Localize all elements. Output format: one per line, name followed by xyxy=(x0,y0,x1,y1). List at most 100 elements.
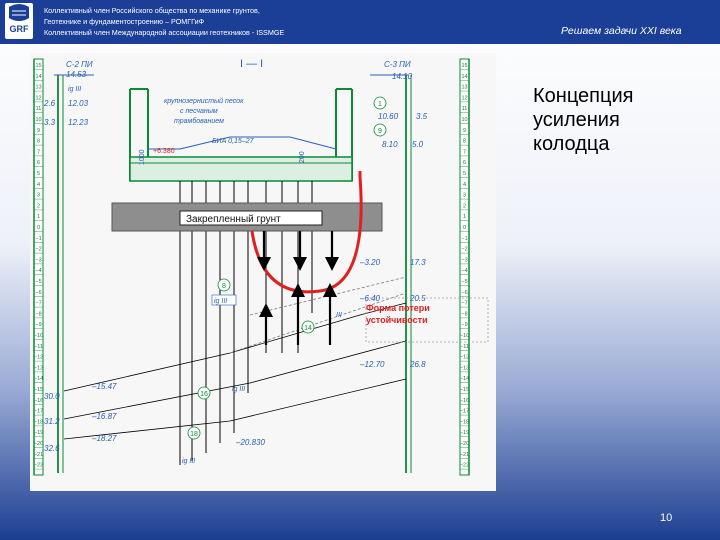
lower-value-1: –15.47 xyxy=(91,382,117,391)
left-scale-tick-14: 1 xyxy=(37,214,40,220)
layer-label-3: 8 xyxy=(222,283,226,290)
right-value-10: 26.8 xyxy=(409,360,426,369)
layer-label-4: 14 xyxy=(304,325,312,332)
lower-value-3: –18.27 xyxy=(91,434,117,443)
left-scale-tick-9: 6 xyxy=(37,160,40,166)
left-scale-tick-36: −21 xyxy=(34,452,43,458)
left-scale-tick-1: 14 xyxy=(35,74,41,80)
right-scale-tick-6: 9 xyxy=(463,128,466,134)
right-value-1: 10.60 xyxy=(378,112,399,121)
borehole-left: С-2 ПИ 14.53 2.6 12.03 3.3 12.23 30.0 31… xyxy=(43,60,94,473)
left-value-2: 12.03 xyxy=(68,99,89,108)
left-scale-tick-29: −14 xyxy=(34,376,43,382)
left-scale-tick-31: −16 xyxy=(34,398,43,404)
right-scale-tick-30: −15 xyxy=(460,387,469,393)
right-scale-ticks: 1514131211109876543210−1−2−3−4−5−6−7−8−9… xyxy=(460,63,469,470)
right-scale-tick-35: −20 xyxy=(460,441,469,447)
right-well-elevation: 14.10 xyxy=(392,72,413,81)
sand-note-1: крупнозернистый песок xyxy=(164,97,244,105)
left-scale-tick-6: 9 xyxy=(37,128,40,134)
right-scale-tick-12: 3 xyxy=(463,193,466,199)
layer-label-6: 18 xyxy=(190,431,198,438)
lower-value-4: –20.830 xyxy=(235,438,265,447)
right-scale-tick-33: −18 xyxy=(460,419,469,425)
borehole-right: С-3 ПИ 14.10 10.60 3.5 8.10 5.0 –3.20 17… xyxy=(359,60,428,473)
left-scale-tick-28: −13 xyxy=(34,365,43,371)
left-scale-tick-7: 8 xyxy=(37,139,40,145)
left-scale-tick-4: 11 xyxy=(36,106,42,112)
left-scale-tick-20: −5 xyxy=(35,279,41,285)
right-scale-tick-9: 6 xyxy=(463,160,466,166)
lower-value-2: –16.87 xyxy=(91,412,117,421)
right-scale-tick-31: −16 xyxy=(460,398,469,404)
left-scale-tick-22: −7 xyxy=(35,301,41,307)
right-value-9: –12.70 xyxy=(359,360,385,369)
right-scale-tick-14: 1 xyxy=(463,214,466,220)
right-value-7: –6.40 xyxy=(359,294,381,303)
left-value-3: 3.3 xyxy=(44,118,56,127)
right-scale-tick-11: 4 xyxy=(463,182,466,188)
right-well-label: С-3 ПИ xyxy=(384,60,411,69)
right-scale-tick-20: −5 xyxy=(461,279,467,285)
left-value-6: 31.2 xyxy=(44,417,60,426)
left-scale-tick-11: 4 xyxy=(37,182,40,188)
title-line-2: усиления xyxy=(533,109,620,131)
right-scale-tick-7: 8 xyxy=(463,139,466,145)
left-scale-tick-24: −9 xyxy=(35,322,41,328)
left-scale-tick-25: −10 xyxy=(34,333,43,339)
right-depth-scale: 1514131211109876543210−1−2−3−4−5−6−7−8−9… xyxy=(459,58,470,476)
loss-form-label: Форма потери устойчивости xyxy=(365,297,489,343)
left-scale-tick-30: −15 xyxy=(34,387,43,393)
right-value-4: 5.0 xyxy=(412,140,424,149)
right-scale-tick-28: −13 xyxy=(460,365,469,371)
right-scale-tick-26: −11 xyxy=(460,344,469,350)
left-value-5: 30.0 xyxy=(44,392,60,401)
right-scale-tick-10: 5 xyxy=(463,171,466,177)
layer-label-5: 16 xyxy=(200,391,208,398)
header-line-1: Коллективный член Российского общества п… xyxy=(44,6,260,15)
left-value-7: 32.6 xyxy=(44,444,60,453)
left-scale-tick-5: 10 xyxy=(35,117,41,123)
left-scale-tick-23: −8 xyxy=(35,311,41,317)
fixed-soil-block: Закрепленный грунт xyxy=(111,202,383,232)
soil-label-4: ig III xyxy=(182,458,195,465)
fixed-soil-label: Закрепленный грунт xyxy=(186,214,281,225)
elevation-top: +6.380 xyxy=(153,148,175,155)
page-number: 10 xyxy=(660,512,673,524)
section-label: I — I xyxy=(240,58,263,70)
left-scale-tick-8: 7 xyxy=(37,149,40,155)
header-line-3: Коллективный член Международной ассоциац… xyxy=(44,28,285,37)
header-tagline: Решаем задачи XXI века xyxy=(561,25,682,37)
right-scale-tick-25: −10 xyxy=(460,333,469,339)
left-scale-tick-34: −19 xyxy=(34,430,43,436)
soil-label-1: ig III xyxy=(214,298,227,305)
soil-label-2: ig III xyxy=(68,86,81,93)
left-depth-scale: 1514131211109876543210−1−2−3−4−5−6−7−8−9… xyxy=(33,58,44,476)
sand-note-3: трамбованием xyxy=(174,117,224,125)
right-scale-tick-4: 11 xyxy=(462,106,468,112)
sand-note-2: с песчаным xyxy=(180,108,218,115)
right-value-2: 3.5 xyxy=(416,112,428,121)
right-scale-tick-3: 12 xyxy=(461,95,467,101)
left-value-1: 2.6 xyxy=(43,99,56,108)
dim-right: 200 xyxy=(299,151,306,163)
left-value-4: 12.23 xyxy=(68,118,89,127)
grf-logo-icon: GRF xyxy=(5,3,33,39)
pile-note: БИА 0,15–27 xyxy=(212,138,255,145)
right-scale-tick-29: −14 xyxy=(460,376,469,382)
loss-form-line-1: Форма потери xyxy=(366,303,430,313)
layer-label-2: 9 xyxy=(378,128,382,135)
right-scale-tick-17: −2 xyxy=(461,247,467,253)
left-scale-tick-17: −2 xyxy=(35,247,41,253)
right-scale-tick-37: −22 xyxy=(460,463,469,469)
left-scale-tick-13: 2 xyxy=(37,203,40,209)
down-arrows xyxy=(257,231,339,271)
header-line-2: Геотехнике и фундаментостроению – РОМГГи… xyxy=(44,17,205,26)
layer-label-1: 1 xyxy=(378,101,382,108)
right-scale-tick-16: −1 xyxy=(461,236,467,242)
left-scale-tick-0: 15 xyxy=(35,63,41,69)
left-scale-tick-2: 13 xyxy=(35,85,41,91)
right-value-8: 20.5 xyxy=(409,294,426,303)
